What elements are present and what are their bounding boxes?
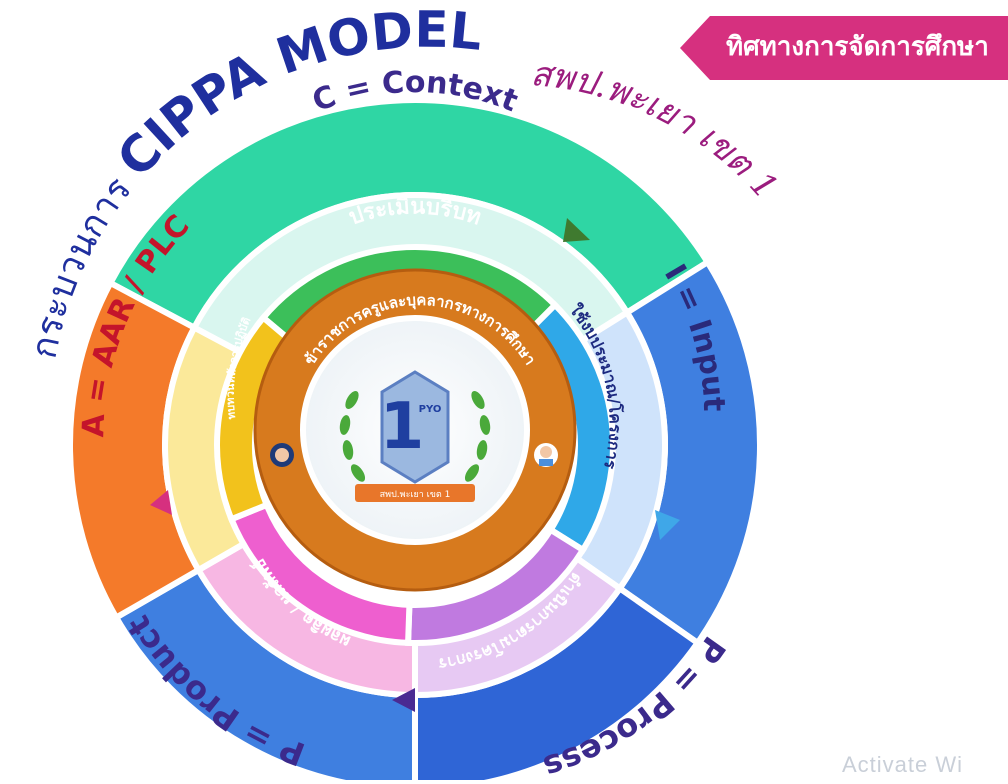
activate-watermark: Activate Wi — [842, 752, 964, 777]
doctor-man-icon — [534, 443, 558, 467]
badge-arrow-shape — [680, 16, 1008, 80]
arrow-triangle-product — [150, 490, 172, 515]
trophy-ribbon — [355, 484, 475, 502]
arrow-triangle-input — [655, 510, 680, 540]
trophy-icon — [380, 370, 450, 484]
trophy-number: 1 — [380, 390, 425, 464]
arrow-triangle-process — [392, 688, 415, 712]
trophy-ribbon-text: สพป.พะเยา เขต 1 — [380, 490, 451, 500]
teacher-woman-icon — [270, 443, 294, 467]
arrow-triangle-context — [563, 218, 590, 242]
laurel-wreath-icon — [339, 390, 491, 482]
badge-label: ทิศทางการจัดการศึกษา — [726, 32, 989, 62]
trophy-letters: PYO — [419, 404, 442, 415]
direction-badge: ทิศทางการจัดการศึกษา — [680, 8, 1008, 88]
